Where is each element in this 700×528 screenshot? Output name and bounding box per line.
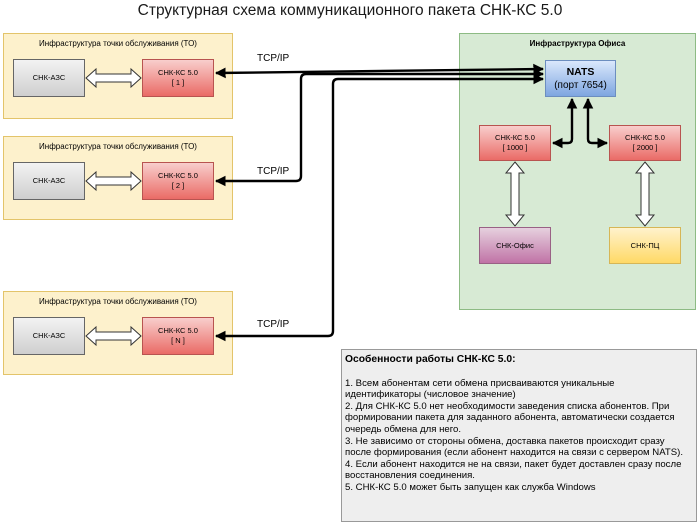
hollow-double-arrow-2: [85, 170, 142, 192]
ks-node-id: [ 2 ]: [171, 181, 185, 190]
pc-app-node: СНК-ПЦ: [609, 227, 681, 264]
ks-node-n: СНК-КС 5.0 [ N ]: [142, 317, 214, 355]
service-point-zone-label: Инфраструктура точки обслуживания (ТО): [39, 39, 197, 48]
ks-node-name: СНК-КС 5.0: [158, 171, 198, 180]
hollow-double-arrow-n: [85, 325, 142, 347]
nats-port: (порт 7654): [554, 79, 607, 91]
service-point-zone-label: Инфраструктура точки обслуживания (ТО): [39, 142, 197, 151]
nats-link-1000: [551, 97, 578, 149]
tcp-link-n: [214, 73, 545, 342]
pc-app-label: СНК-ПЦ: [630, 240, 660, 250]
nats-title: NATS: [566, 65, 595, 78]
hollow-vertical-arrow-pc: [634, 161, 656, 227]
azs-node-label: СНК-АЗС: [32, 176, 66, 185]
azs-node-2: СНК-АЗС: [13, 162, 85, 200]
features-list-item: 2. Для СНК-КС 5.0 нет необходимости заве…: [345, 400, 675, 435]
office-zone-label: Инфраструктура Офиса: [529, 39, 626, 48]
azs-node-1: СНК-АЗС: [13, 59, 85, 97]
ks-node-name: СНК-КС 5.0: [625, 133, 665, 142]
diagram-title: Структурная схема коммуникационного паке…: [137, 2, 563, 19]
nats-link-2000: [582, 97, 609, 149]
azs-node-n: СНК-АЗС: [13, 317, 85, 355]
features-note-title: Особенности работы СНК-КС 5.0:: [345, 354, 516, 365]
features-note: Особенности работы СНК-КС 5.0: 1. Всем а…: [341, 349, 697, 522]
features-list-item: 1. Всем абонентам сети обмена присваиваю…: [345, 377, 615, 401]
tcp-link-1: [214, 63, 545, 79]
hollow-vertical-arrow-office: [504, 161, 526, 227]
ks-node-name: СНК-КС 5.0: [158, 68, 198, 77]
tcp-label-n: TCP/IP: [257, 319, 290, 330]
azs-node-label: СНК-АЗС: [32, 331, 66, 340]
azs-node-label: СНК-АЗС: [32, 73, 66, 82]
features-list-item: 5. СНК-КС 5.0 может быть запущен как слу…: [345, 481, 596, 493]
features-list-item: 3. Не зависимо от стороны обмена, достав…: [345, 435, 684, 459]
features-list: 1. Всем абонентам сети обмена присваиваю…: [345, 378, 692, 494]
ks-node-1: СНК-КС 5.0 [ 1 ]: [142, 59, 214, 97]
ks-node-id: [ 1 ]: [171, 78, 185, 87]
tcp-label-1: TCP/IP: [257, 53, 290, 64]
features-list-item: 4. Если абонент находится не на связи, п…: [345, 458, 682, 482]
ks-node-2000: СНК-КС 5.0 [ 2000 ]: [609, 125, 681, 161]
ks-node-id: [ 2000 ]: [632, 143, 658, 152]
ks-node-2: СНК-КС 5.0 [ 2 ]: [142, 162, 214, 200]
hollow-double-arrow-1: [85, 67, 142, 89]
nats-server-node: NATS (порт 7654): [545, 60, 616, 97]
tcp-link-2: [214, 68, 545, 187]
tcp-label-2: TCP/IP: [257, 166, 290, 177]
ks-node-id: [ N ]: [171, 336, 185, 345]
service-point-zone-label: Инфраструктура точки обслуживания (ТО): [39, 297, 197, 306]
ks-node-name: СНК-КС 5.0: [158, 326, 198, 335]
